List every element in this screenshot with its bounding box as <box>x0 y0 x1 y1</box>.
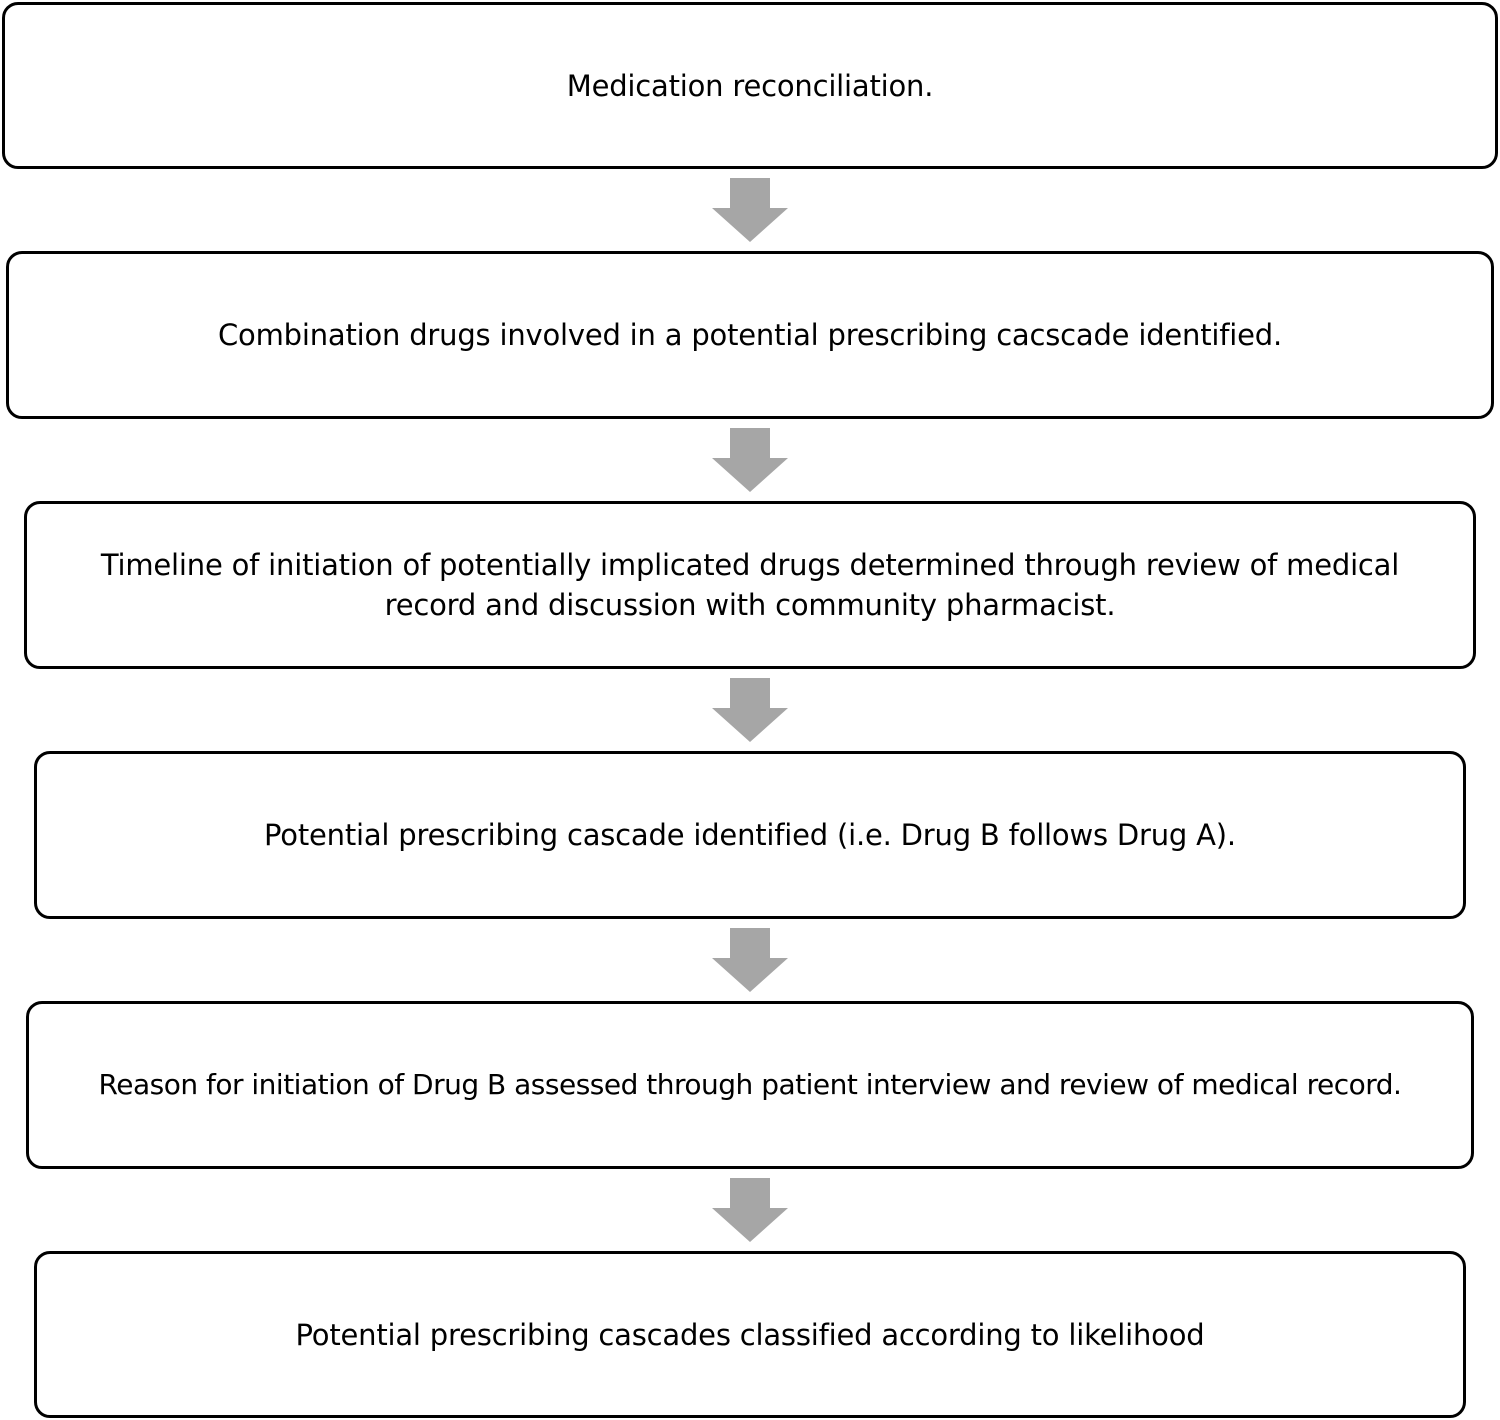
step-box-reason-for-initiation: Reason for initiation of Drug B assessed… <box>26 1001 1474 1169</box>
step-text: Potential prescribing cascade identified… <box>264 818 1236 852</box>
step-text: Medication reconciliation. <box>566 68 934 103</box>
down-arrow-icon <box>712 428 788 492</box>
down-arrow-icon <box>712 1178 788 1242</box>
step-box-cascade-identified: Potential prescribing cascade identified… <box>34 751 1466 919</box>
step-box-combination-drugs: Combination drugs involved in a potentia… <box>6 251 1494 419</box>
down-arrow-icon <box>712 928 788 992</box>
step-text: Timeline of initiation of potentially im… <box>100 548 1400 622</box>
step-text: Potential prescribing cascades classifie… <box>295 1317 1205 1352</box>
step-text: Reason for initiation of Drug B assessed… <box>98 1068 1402 1101</box>
step-box-medication-reconciliation: Medication reconciliation. <box>2 2 1498 169</box>
down-arrow-icon <box>712 678 788 742</box>
down-arrow-icon <box>712 178 788 242</box>
step-text: Combination drugs involved in a potentia… <box>217 318 1282 352</box>
step-box-cascades-classified: Potential prescribing cascades classifie… <box>34 1251 1466 1418</box>
step-box-timeline-of-initiation: Timeline of initiation of potentially im… <box>24 501 1476 669</box>
